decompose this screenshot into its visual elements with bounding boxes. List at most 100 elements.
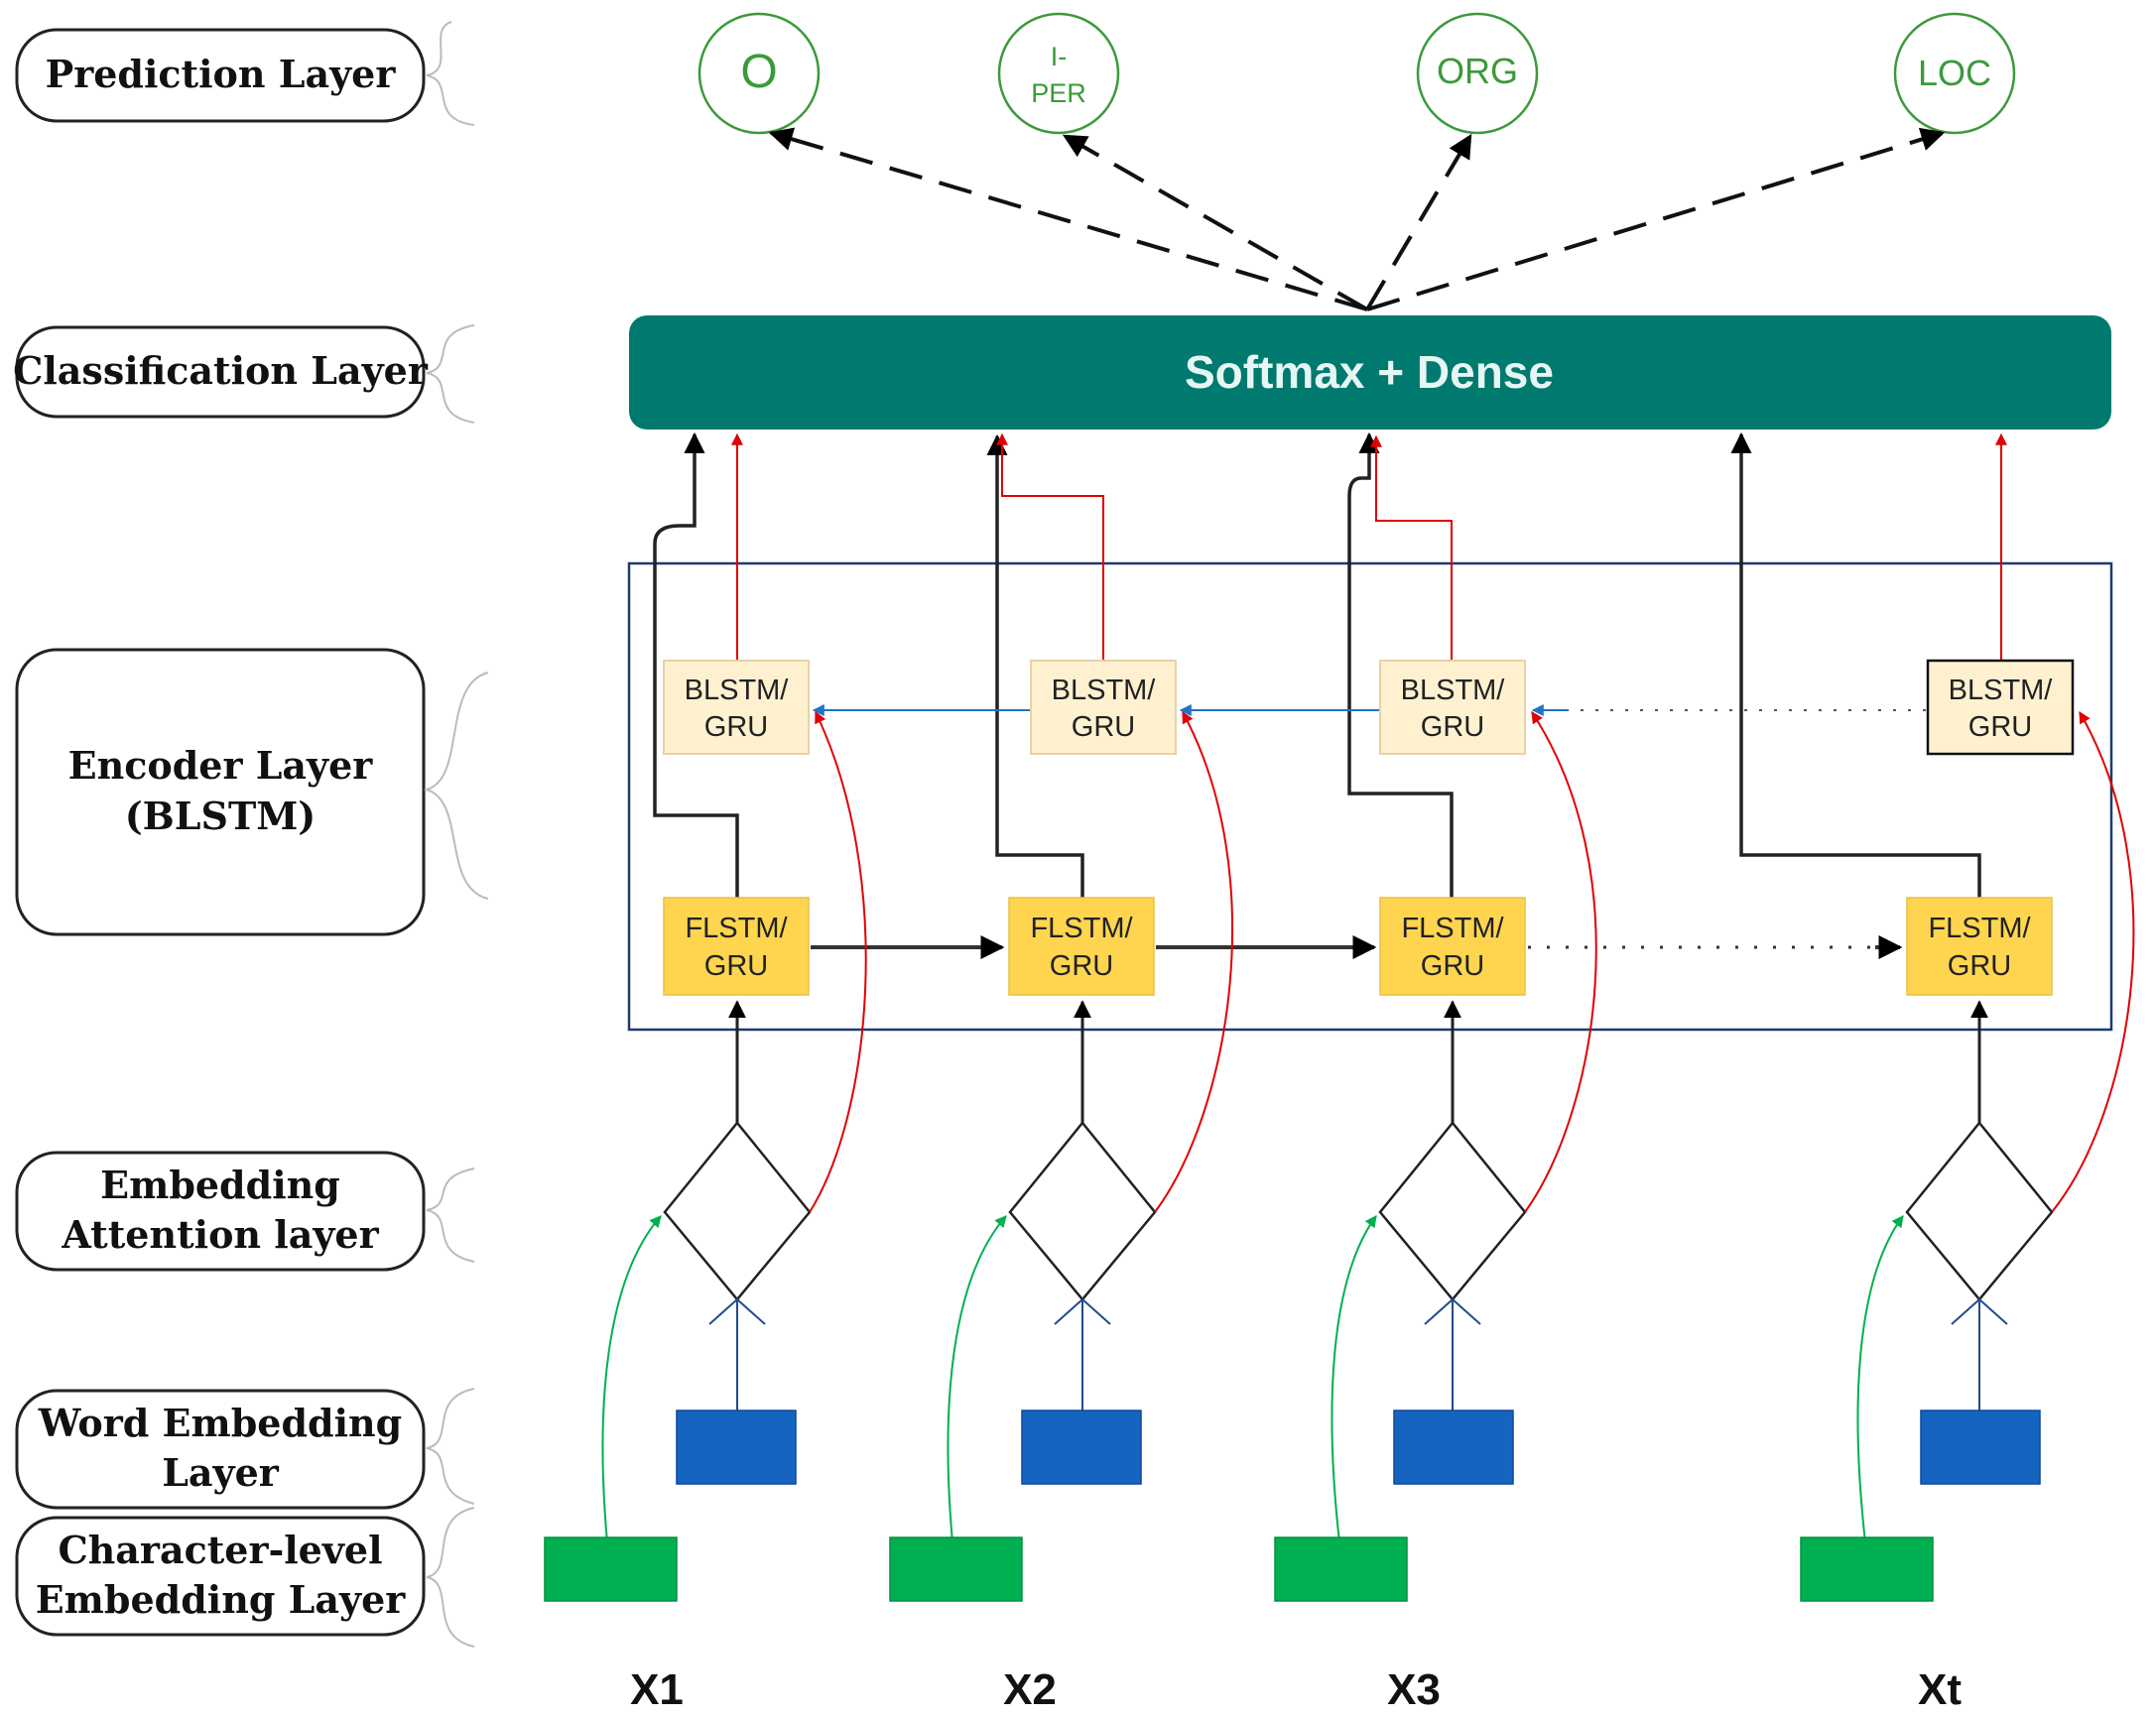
layer-label-classification: Classification Layer <box>13 324 475 424</box>
word-arrowhead-3 <box>1424 1297 1481 1325</box>
backward-path-2 <box>996 432 1104 661</box>
classification-brace <box>426 324 475 424</box>
blstm-cell-4: BLSTM/ GRU <box>1926 659 2075 756</box>
blstm-cell-2-line2: GRU <box>1072 711 1135 743</box>
flstm-cell-1: FLSTM/ GRU <box>663 897 810 996</box>
char-to-attention-1 <box>601 1215 662 1543</box>
blstm-cell-4-line1: BLSTM/ <box>1949 675 2054 706</box>
attention-column-4 <box>1856 710 2135 1543</box>
flstm-cell-2-line1: FLSTM/ <box>1030 913 1133 944</box>
flstm-cell-4-line2: GRU <box>1948 950 2011 982</box>
attention-column-1 <box>601 710 867 1543</box>
prediction-node-LOC: LOC <box>1893 12 2016 135</box>
flstm-cell-3-line1: FLSTM/ <box>1401 913 1504 944</box>
flstm-cell-4-line1: FLSTM/ <box>1928 913 2031 944</box>
arrow-to-LOC <box>1366 127 1946 311</box>
flstm-cell-2-line2: GRU <box>1050 950 1113 982</box>
input-label-1: X1 <box>630 1665 684 1714</box>
attention-to-blstm-3 <box>1524 710 1597 1213</box>
prediction-node-ORG: ORG <box>1416 12 1539 135</box>
attention-to-blstm-2 <box>1154 710 1233 1213</box>
prediction-label-LOC: LOC <box>1918 53 1991 93</box>
prediction-node-O: O <box>698 12 821 135</box>
layer-label-classification-text: Classification Layer <box>13 348 429 393</box>
layer-label-char-line2: Embedding Layer <box>36 1577 407 1622</box>
prediction-brace <box>426 21 475 126</box>
attention-diamond-2 <box>1008 1121 1157 1301</box>
blstm-cell-2: BLSTM/ GRU <box>1030 660 1177 755</box>
forward-path-1 <box>653 431 739 898</box>
blstm-cell-3-line1: BLSTM/ <box>1401 675 1506 706</box>
char-to-attention-2 <box>947 1215 1007 1543</box>
attention-to-blstm-4 <box>2051 710 2135 1213</box>
char-brace <box>426 1507 475 1648</box>
char-to-attention-4 <box>1856 1215 1904 1543</box>
prediction-label-I-PER-line2: PER <box>1031 78 1086 108</box>
attention-brace <box>426 1167 475 1263</box>
char-embedding-4 <box>1800 1536 1934 1602</box>
layer-label-attention-line1: Embedding <box>100 1163 340 1207</box>
attention-column-3 <box>1331 710 1597 1543</box>
layer-label-attention: Embedding Attention layer <box>15 1151 475 1272</box>
char-embedding-2 <box>889 1536 1023 1602</box>
char-embedding-1 <box>544 1536 678 1602</box>
word-embedding-2 <box>1021 1410 1142 1485</box>
blstm-cell-2-line1: BLSTM/ <box>1052 675 1157 706</box>
input-label-4: Xt <box>1918 1665 1962 1714</box>
attention-to-blstm-1 <box>809 710 867 1213</box>
blstm-cell-1-line2: GRU <box>704 711 768 743</box>
char-to-attention-3 <box>1331 1215 1377 1543</box>
flstm-cell-3-line2: GRU <box>1421 950 1484 982</box>
backward-path-3 <box>1370 434 1453 661</box>
layer-label-encoder: Encoder Layer (BLSTM) <box>15 648 489 936</box>
backward-output-paths <box>731 432 2007 661</box>
word-embedding-3 <box>1393 1410 1514 1485</box>
input-label-3: X3 <box>1387 1665 1441 1714</box>
forward-path-3 <box>1347 431 1454 898</box>
forward-path-4 <box>1730 431 1981 898</box>
classifier-block: Softmax + Dense <box>629 315 2111 430</box>
input-label-2: X2 <box>1003 1665 1057 1714</box>
layer-label-char-line1: Character-level <box>58 1528 382 1572</box>
blstm-cell-3: BLSTM/ GRU <box>1379 660 1526 755</box>
char-embedding-3 <box>1274 1536 1408 1602</box>
layer-label-encoder-line2: (BLSTM) <box>125 794 317 838</box>
arrow-to-ORG <box>1365 133 1472 311</box>
word-arrowhead-1 <box>708 1297 766 1325</box>
blstm-cell-1: BLSTM/ GRU <box>663 660 810 755</box>
prediction-arrows <box>768 127 1946 311</box>
word-arrowhead-2 <box>1054 1297 1111 1325</box>
arrow-to-I-PER <box>1062 134 1368 311</box>
layer-label-word-line1: Word Embedding <box>38 1401 402 1445</box>
word-embedding-4 <box>1920 1410 2041 1485</box>
flstm-cell-4: FLSTM/ GRU <box>1906 897 2053 996</box>
blstm-cell-1-line1: BLSTM/ <box>685 675 790 706</box>
word-embedding-1 <box>676 1410 797 1485</box>
layer-label-char-embedding: Character-level Embedding Layer <box>15 1507 475 1648</box>
prediction-node-I-PER: I- PER <box>997 12 1120 135</box>
attention-diamond-1 <box>663 1121 812 1301</box>
prediction-label-I-PER-line1: I- <box>1051 42 1068 71</box>
blstm-cell-4-line2: GRU <box>1968 711 2032 743</box>
encoder-brace <box>423 672 489 900</box>
layer-label-encoder-line1: Encoder Layer <box>68 743 374 788</box>
arrow-to-O <box>768 127 1368 311</box>
prediction-label-ORG: ORG <box>1437 51 1518 91</box>
forward-output-paths <box>653 431 1981 898</box>
layer-label-word-line2: Layer <box>162 1450 280 1495</box>
word-brace <box>426 1388 475 1505</box>
layer-label-word-embedding: Word Embedding Layer <box>15 1388 475 1510</box>
encoder-frame <box>627 561 2113 1032</box>
attention-diamond-3 <box>1378 1121 1527 1301</box>
prediction-label-O: O <box>740 46 777 98</box>
attention-diamond-4 <box>1905 1121 2054 1301</box>
flstm-cell-2: FLSTM/ GRU <box>1008 897 1155 996</box>
blstm-cell-3-line2: GRU <box>1421 711 1484 743</box>
layer-label-prediction: Prediction Layer <box>15 21 475 126</box>
layer-label-attention-line2: Attention layer <box>61 1212 379 1257</box>
flstm-cell-1-line1: FLSTM/ <box>685 913 788 944</box>
attention-column-2 <box>947 710 1233 1543</box>
flstm-cell-1-line2: GRU <box>704 950 768 982</box>
classifier-label: Softmax + Dense <box>1185 346 1554 398</box>
